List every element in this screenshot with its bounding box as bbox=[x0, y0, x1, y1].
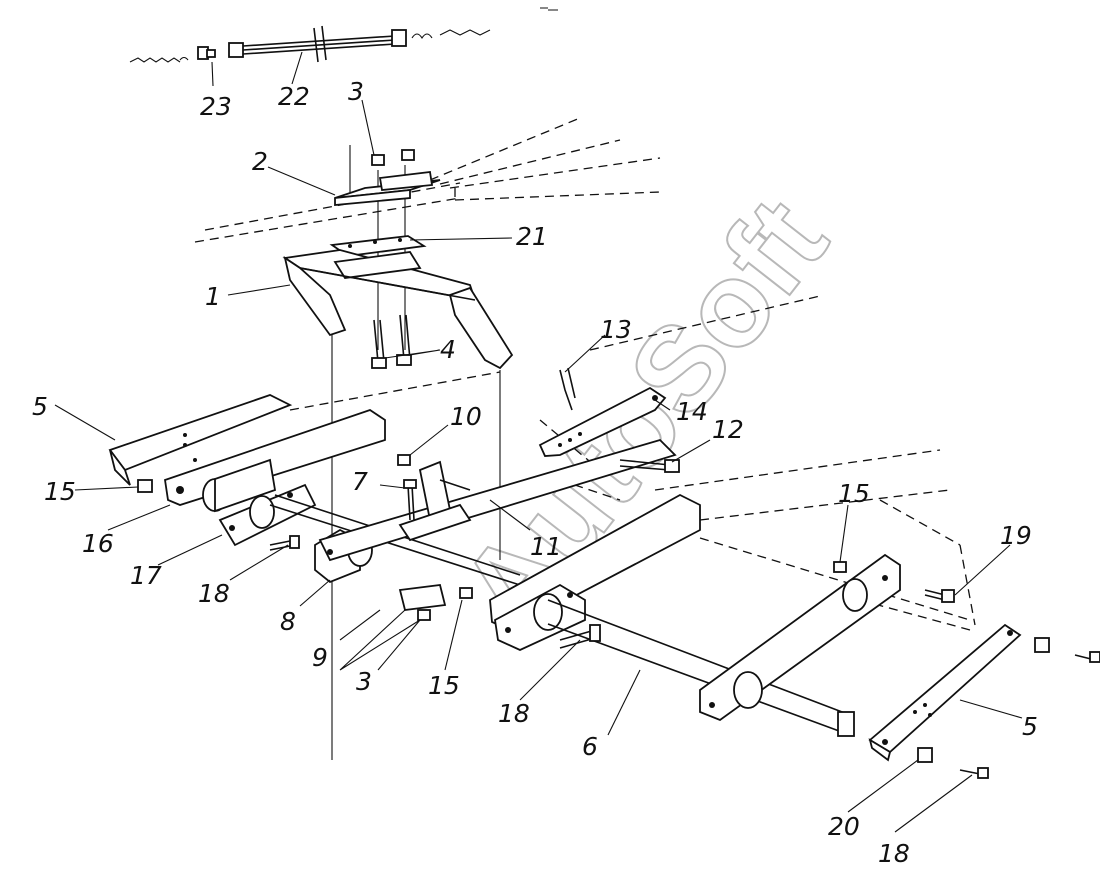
part-5-right-link bbox=[868, 623, 1022, 762]
leader-lines bbox=[54, 99, 1023, 833]
part-15-nut-right bbox=[833, 561, 847, 573]
part-10-nut bbox=[397, 454, 411, 466]
callout-labels: 23 22 3 2 21 1 4 13 14 5 10 12 7 15 15 1… bbox=[32, 77, 1038, 868]
callout-15-left: 15 bbox=[44, 477, 76, 506]
callout-4: 4 bbox=[440, 335, 456, 364]
callout-8: 8 bbox=[280, 607, 296, 636]
part-15-nut-left bbox=[137, 479, 153, 493]
callout-9: 9 bbox=[312, 643, 328, 672]
callout-19: 19 bbox=[1000, 521, 1032, 550]
callout-3-bottom: 3 bbox=[356, 667, 372, 696]
leader-23 bbox=[211, 61, 214, 87]
part-4-bolts bbox=[371, 314, 412, 369]
callout-23: 23 bbox=[200, 92, 232, 121]
callout-15-mid: 15 bbox=[428, 671, 460, 700]
callout-18-mid: 18 bbox=[498, 699, 530, 728]
part-14-arm bbox=[538, 367, 667, 457]
callout-18-bottom: 18 bbox=[878, 839, 910, 868]
callout-1: 1 bbox=[205, 282, 221, 311]
callout-12: 12 bbox=[712, 415, 744, 444]
part-18-bolt-left bbox=[269, 535, 300, 551]
callout-3-top: 3 bbox=[348, 77, 364, 106]
callout-2: 2 bbox=[252, 147, 268, 176]
part-3-nuts-top bbox=[371, 149, 415, 166]
callout-6: 6 bbox=[582, 732, 598, 761]
hose-assembly bbox=[129, 7, 558, 63]
callout-17: 17 bbox=[130, 561, 162, 590]
callout-14: 14 bbox=[676, 397, 708, 426]
callout-16: 16 bbox=[82, 529, 114, 558]
part-11-bracket bbox=[398, 460, 472, 542]
callout-18-left: 18 bbox=[198, 579, 230, 608]
part-2-bracket bbox=[334, 171, 441, 206]
callout-11: 11 bbox=[530, 532, 562, 561]
part-9-plate bbox=[398, 584, 473, 621]
callout-13: 13 bbox=[600, 315, 632, 344]
callout-15-right: 15 bbox=[838, 479, 870, 508]
part-6-main-beam bbox=[489, 493, 855, 737]
part-12-bolt bbox=[619, 459, 680, 473]
callout-22: 22 bbox=[278, 82, 310, 111]
callout-5-left: 5 bbox=[32, 392, 48, 421]
part-1-frame bbox=[282, 249, 514, 370]
callout-20: 20 bbox=[828, 812, 860, 841]
part-19-bolt bbox=[924, 589, 955, 603]
right-link-assembly bbox=[699, 553, 901, 722]
callout-21: 21 bbox=[516, 222, 548, 251]
part-20-bushing bbox=[917, 637, 1100, 779]
leader-22 bbox=[291, 51, 303, 85]
callout-5-right: 5 bbox=[1022, 712, 1038, 741]
part-7-bolt bbox=[403, 479, 417, 521]
callout-7: 7 bbox=[352, 467, 368, 496]
callout-10: 10 bbox=[450, 402, 482, 431]
